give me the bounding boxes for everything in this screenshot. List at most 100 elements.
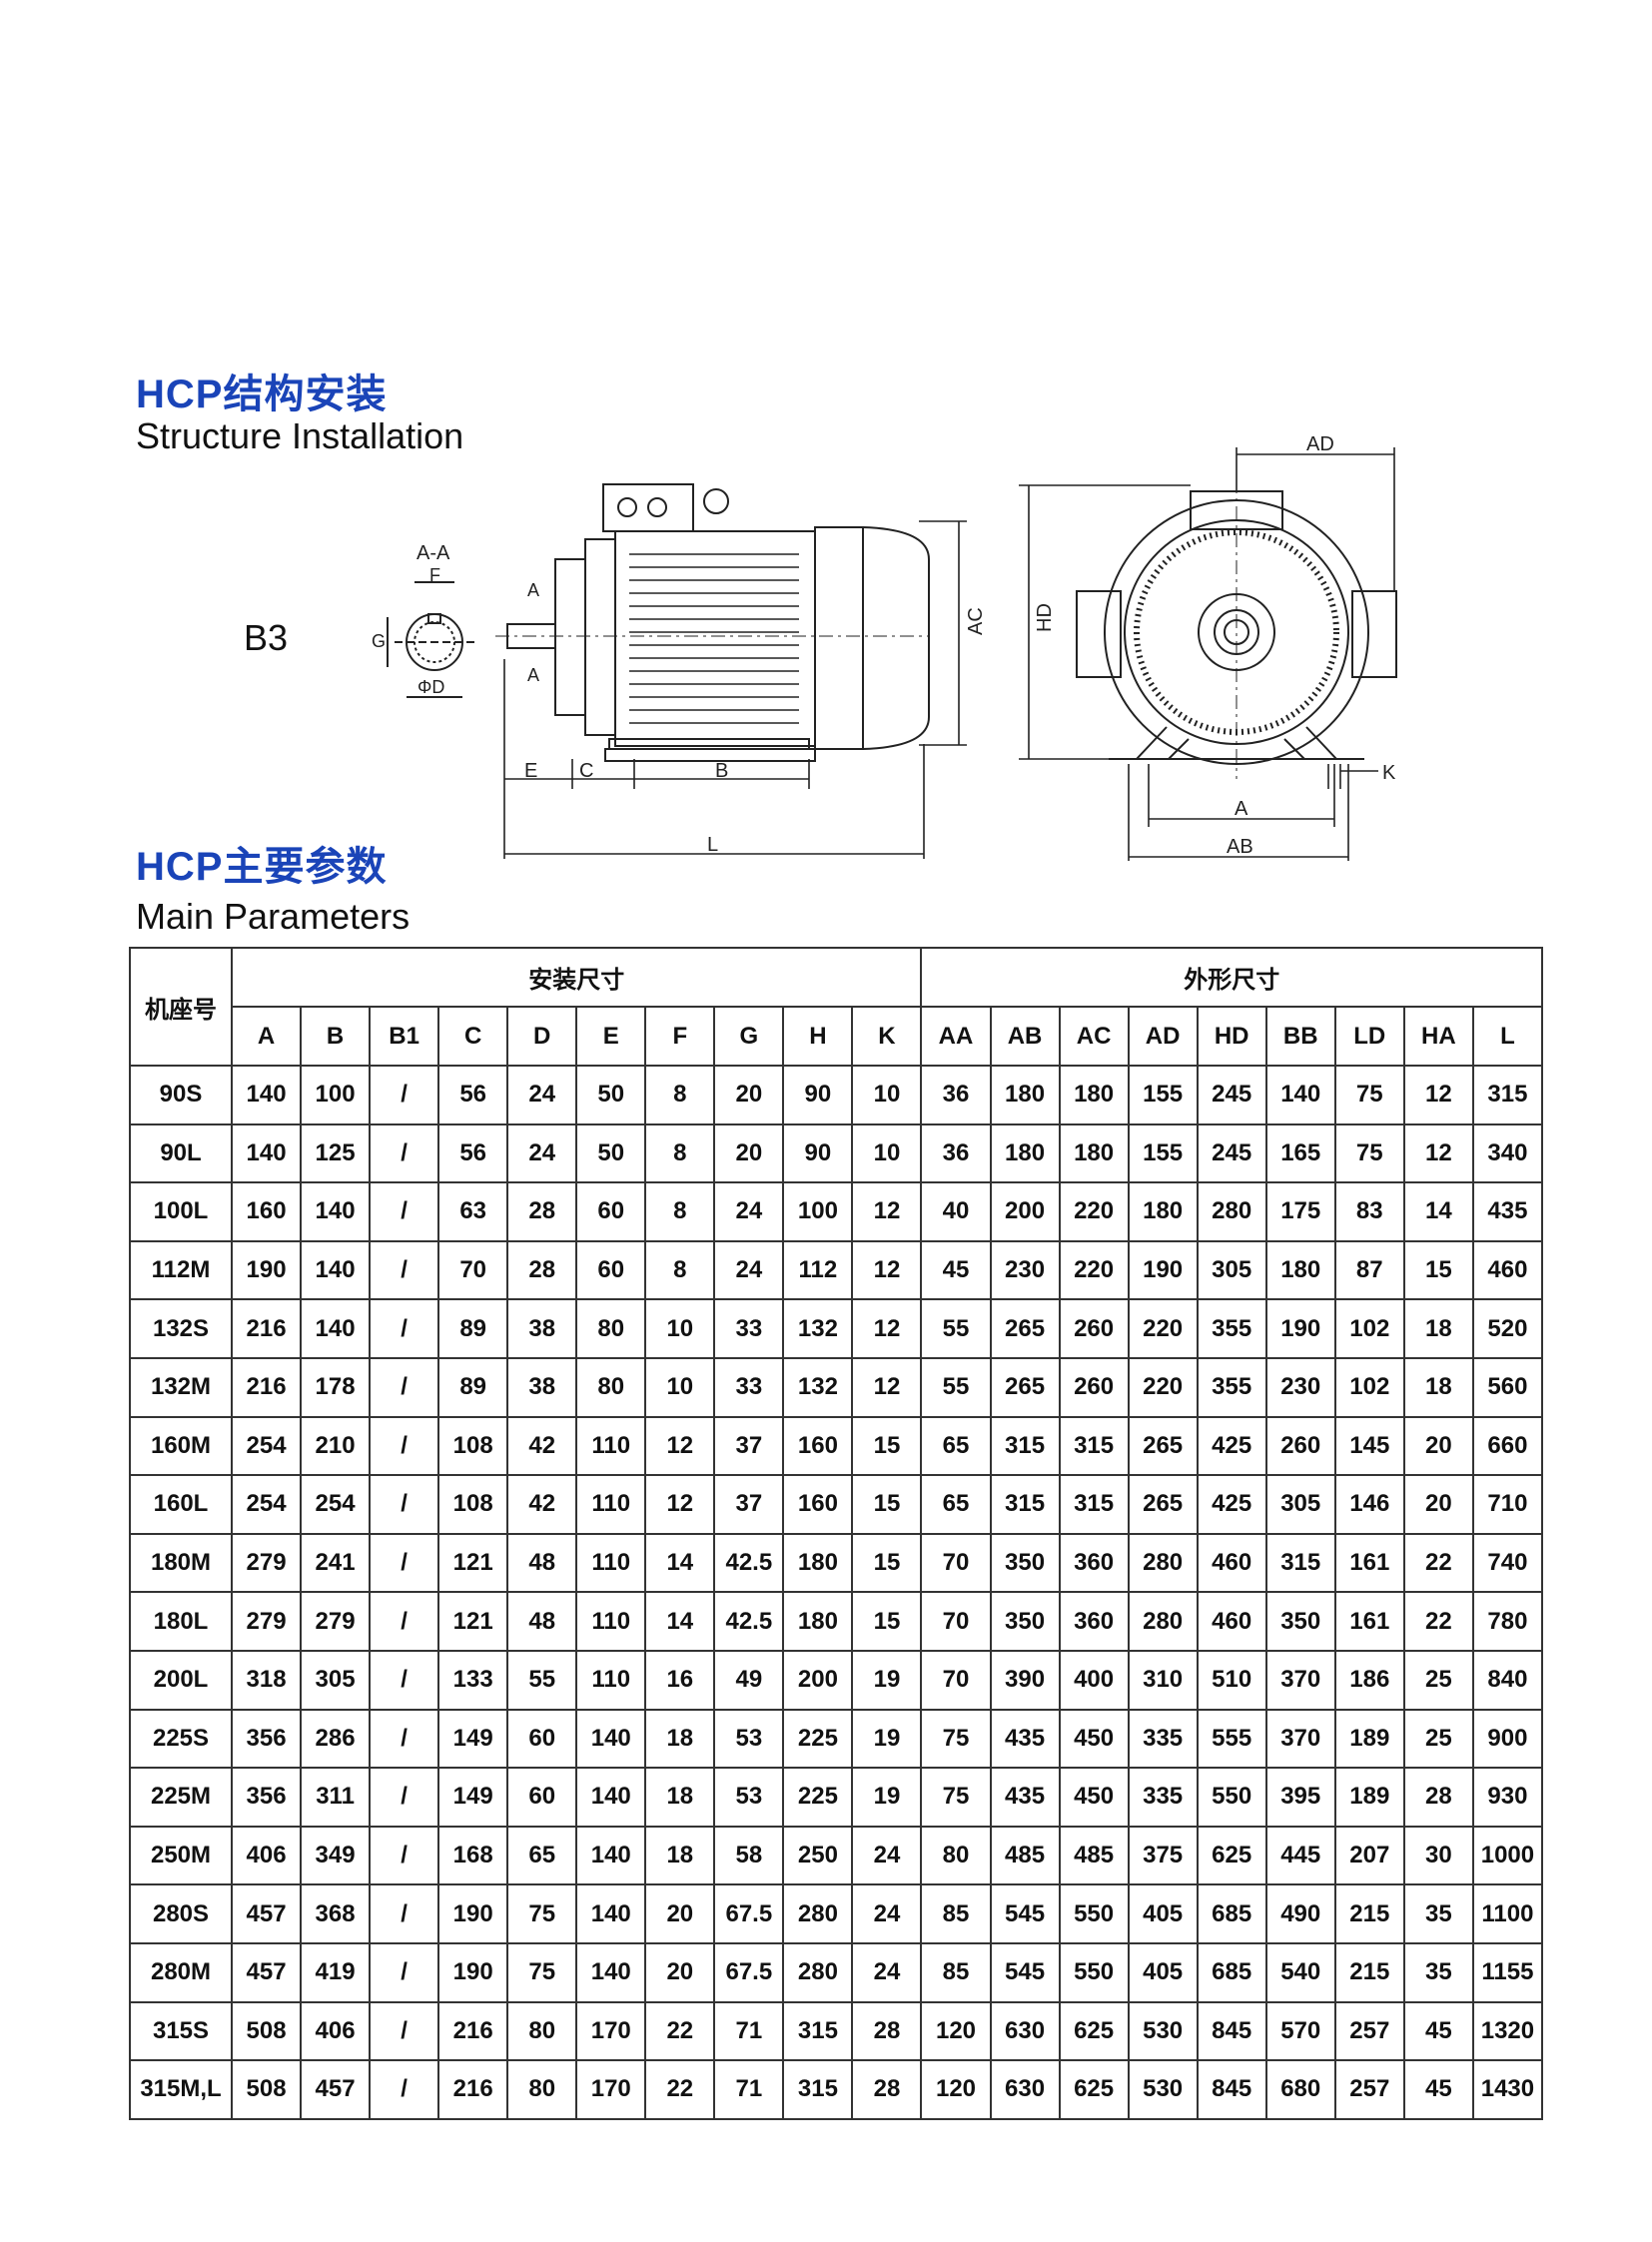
table-cell: 710	[1471, 1474, 1544, 1535]
table-cell: 220	[1127, 1298, 1199, 1359]
table-cell: 20	[644, 1941, 716, 2003]
table-cell: 25	[1402, 1708, 1474, 1770]
table-cell: 660	[1471, 1415, 1544, 1477]
table-cell: 405	[1127, 1941, 1199, 2003]
table-cell: 110	[575, 1649, 647, 1711]
table-cell: 15	[1402, 1239, 1474, 1301]
table-cell: 680	[1264, 2059, 1336, 2120]
table-cell: 315	[1058, 1474, 1130, 1535]
table-cell: 435	[989, 1767, 1061, 1828]
table-cell: 555	[1196, 1708, 1267, 1770]
table-cell: 24	[851, 1941, 923, 2003]
dim-label-ab: AB	[1227, 836, 1253, 858]
table-cell: 450	[1058, 1767, 1130, 1828]
table-cell: 349	[300, 1825, 372, 1886]
column-header: H	[782, 1006, 854, 1067]
table-cell: 10	[644, 1356, 716, 1418]
table-cell: 60	[575, 1181, 647, 1242]
motor-drawing: A-A F G ΦD A A	[372, 433, 1397, 861]
table-cell: 80	[575, 1298, 647, 1359]
table-cell: 140	[575, 1941, 647, 2003]
frame-size-cell: 225S	[129, 1708, 233, 1770]
table-cell: 305	[300, 1649, 372, 1711]
dim-label-k: K	[1382, 762, 1396, 784]
table-cell: 1320	[1471, 2000, 1544, 2062]
table-cell: 685	[1196, 1883, 1267, 1944]
table-cell: 190	[1264, 1298, 1336, 1359]
table-cell: 70	[437, 1239, 509, 1301]
column-header: AB	[989, 1006, 1061, 1067]
table-cell: 48	[506, 1591, 578, 1652]
params-title-cn: HCP主要参数	[136, 845, 388, 889]
table-cell: 215	[1333, 1941, 1405, 2003]
table-cell: 435	[989, 1708, 1061, 1770]
frame-size-cell: 180L	[129, 1591, 233, 1652]
table-cell: 20	[1402, 1415, 1474, 1477]
table-cell: 545	[989, 1941, 1061, 2003]
table-cell: 520	[1471, 1298, 1544, 1359]
table-cell: 22	[644, 2000, 716, 2062]
table-cell: 257	[1333, 2059, 1405, 2120]
table-cell: 350	[989, 1591, 1061, 1652]
table-cell: 406	[300, 2000, 372, 2062]
table-cell: 50	[575, 1122, 647, 1184]
table-cell: 28	[851, 2000, 923, 2062]
table-cell: 145	[1333, 1415, 1405, 1477]
table-cell: 140	[300, 1298, 372, 1359]
table-cell: 530	[1127, 2059, 1199, 2120]
table-cell: 400	[1058, 1649, 1130, 1711]
side-view-dimensions: E C B L AC	[503, 520, 987, 859]
table-cell: 87	[1333, 1239, 1405, 1301]
dim-label-f: F	[429, 565, 440, 585]
section-title-cn: HCP结构安装	[136, 373, 388, 416]
column-header: G	[713, 1006, 785, 1067]
table-cell: /	[369, 1298, 440, 1359]
table-cell: 80	[575, 1356, 647, 1418]
table-cell: 160	[782, 1415, 854, 1477]
table-cell: /	[369, 1591, 440, 1652]
frame-size-cell: 315S	[129, 2000, 233, 2062]
table-cell: 190	[1127, 1239, 1199, 1301]
table-cell: 75	[506, 1941, 578, 2003]
table-cell: 10	[851, 1065, 923, 1125]
table-cell: 260	[1058, 1298, 1130, 1359]
frame-size-cell: 280S	[129, 1883, 233, 1944]
table-cell: 405	[1127, 1883, 1199, 1944]
front-view-dimensions: AD HD K A AB	[1019, 433, 1396, 861]
dim-label-b: B	[715, 760, 728, 782]
table-cell: 36	[920, 1122, 992, 1184]
table-cell: 160	[782, 1474, 854, 1535]
table-cell: 75	[920, 1708, 992, 1770]
table-cell: /	[369, 1883, 440, 1944]
table-cell: 178	[300, 1356, 372, 1418]
table-cell: 189	[1333, 1708, 1405, 1770]
table-cell: 20	[644, 1883, 716, 1944]
table-cell: 460	[1196, 1591, 1267, 1652]
table-cell: 630	[989, 2059, 1061, 2120]
table-cell: 38	[506, 1298, 578, 1359]
frame-header: 机座号	[129, 947, 233, 1067]
table-cell: 280	[1127, 1532, 1199, 1594]
table-cell: 550	[1058, 1883, 1130, 1944]
table-cell: 350	[1264, 1591, 1336, 1652]
table-cell: 168	[437, 1825, 509, 1886]
table-cell: 12	[644, 1415, 716, 1477]
table-cell: 10	[644, 1298, 716, 1359]
table-cell: 155	[1127, 1065, 1199, 1125]
table-cell: 28	[851, 2059, 923, 2120]
table-cell: 220	[1058, 1181, 1130, 1242]
table-cell: 110	[575, 1591, 647, 1652]
table-cell: 360	[1058, 1591, 1130, 1652]
table-cell: 65	[506, 1825, 578, 1886]
table-cell: 12	[851, 1181, 923, 1242]
table-cell: /	[369, 1532, 440, 1594]
table-cell: 310	[1127, 1649, 1199, 1711]
table-cell: 930	[1471, 1767, 1544, 1828]
frame-size-cell: 132S	[129, 1298, 233, 1359]
table-cell: 55	[506, 1649, 578, 1711]
